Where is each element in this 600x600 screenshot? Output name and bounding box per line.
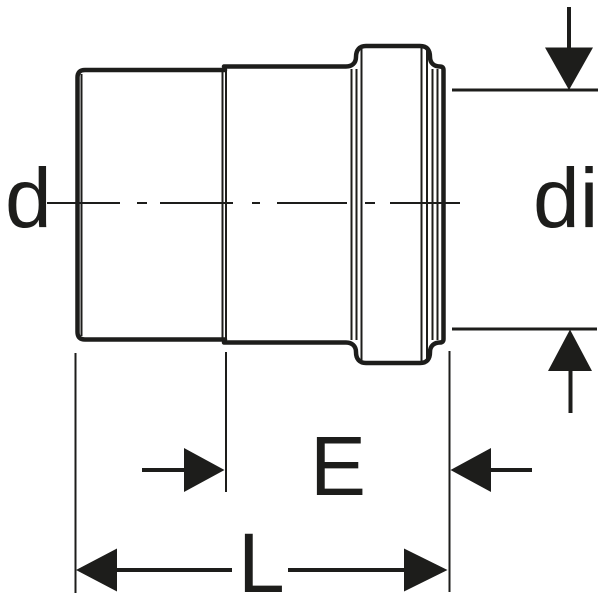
arrow-left-icon (76, 548, 117, 592)
dimension-di (452, 7, 598, 413)
pipe-spigot-profile (75, 67, 228, 342)
label-inner-diameter: di (533, 151, 598, 245)
arrow-right-icon (404, 548, 448, 592)
fitting-outline (75, 43, 446, 366)
arrow-down-icon (545, 47, 593, 90)
arrow-right-icon (184, 448, 225, 492)
label-socket-depth: E (310, 419, 366, 513)
socket-profile (221, 43, 446, 366)
arrow-left-icon (450, 448, 491, 492)
dimension-e (142, 448, 532, 492)
arrow-up-icon (548, 329, 592, 371)
extension-lines (74, 351, 451, 593)
dimension-l (76, 548, 448, 592)
label-outer-diameter: d (5, 151, 52, 245)
label-overall-length: L (238, 516, 285, 600)
